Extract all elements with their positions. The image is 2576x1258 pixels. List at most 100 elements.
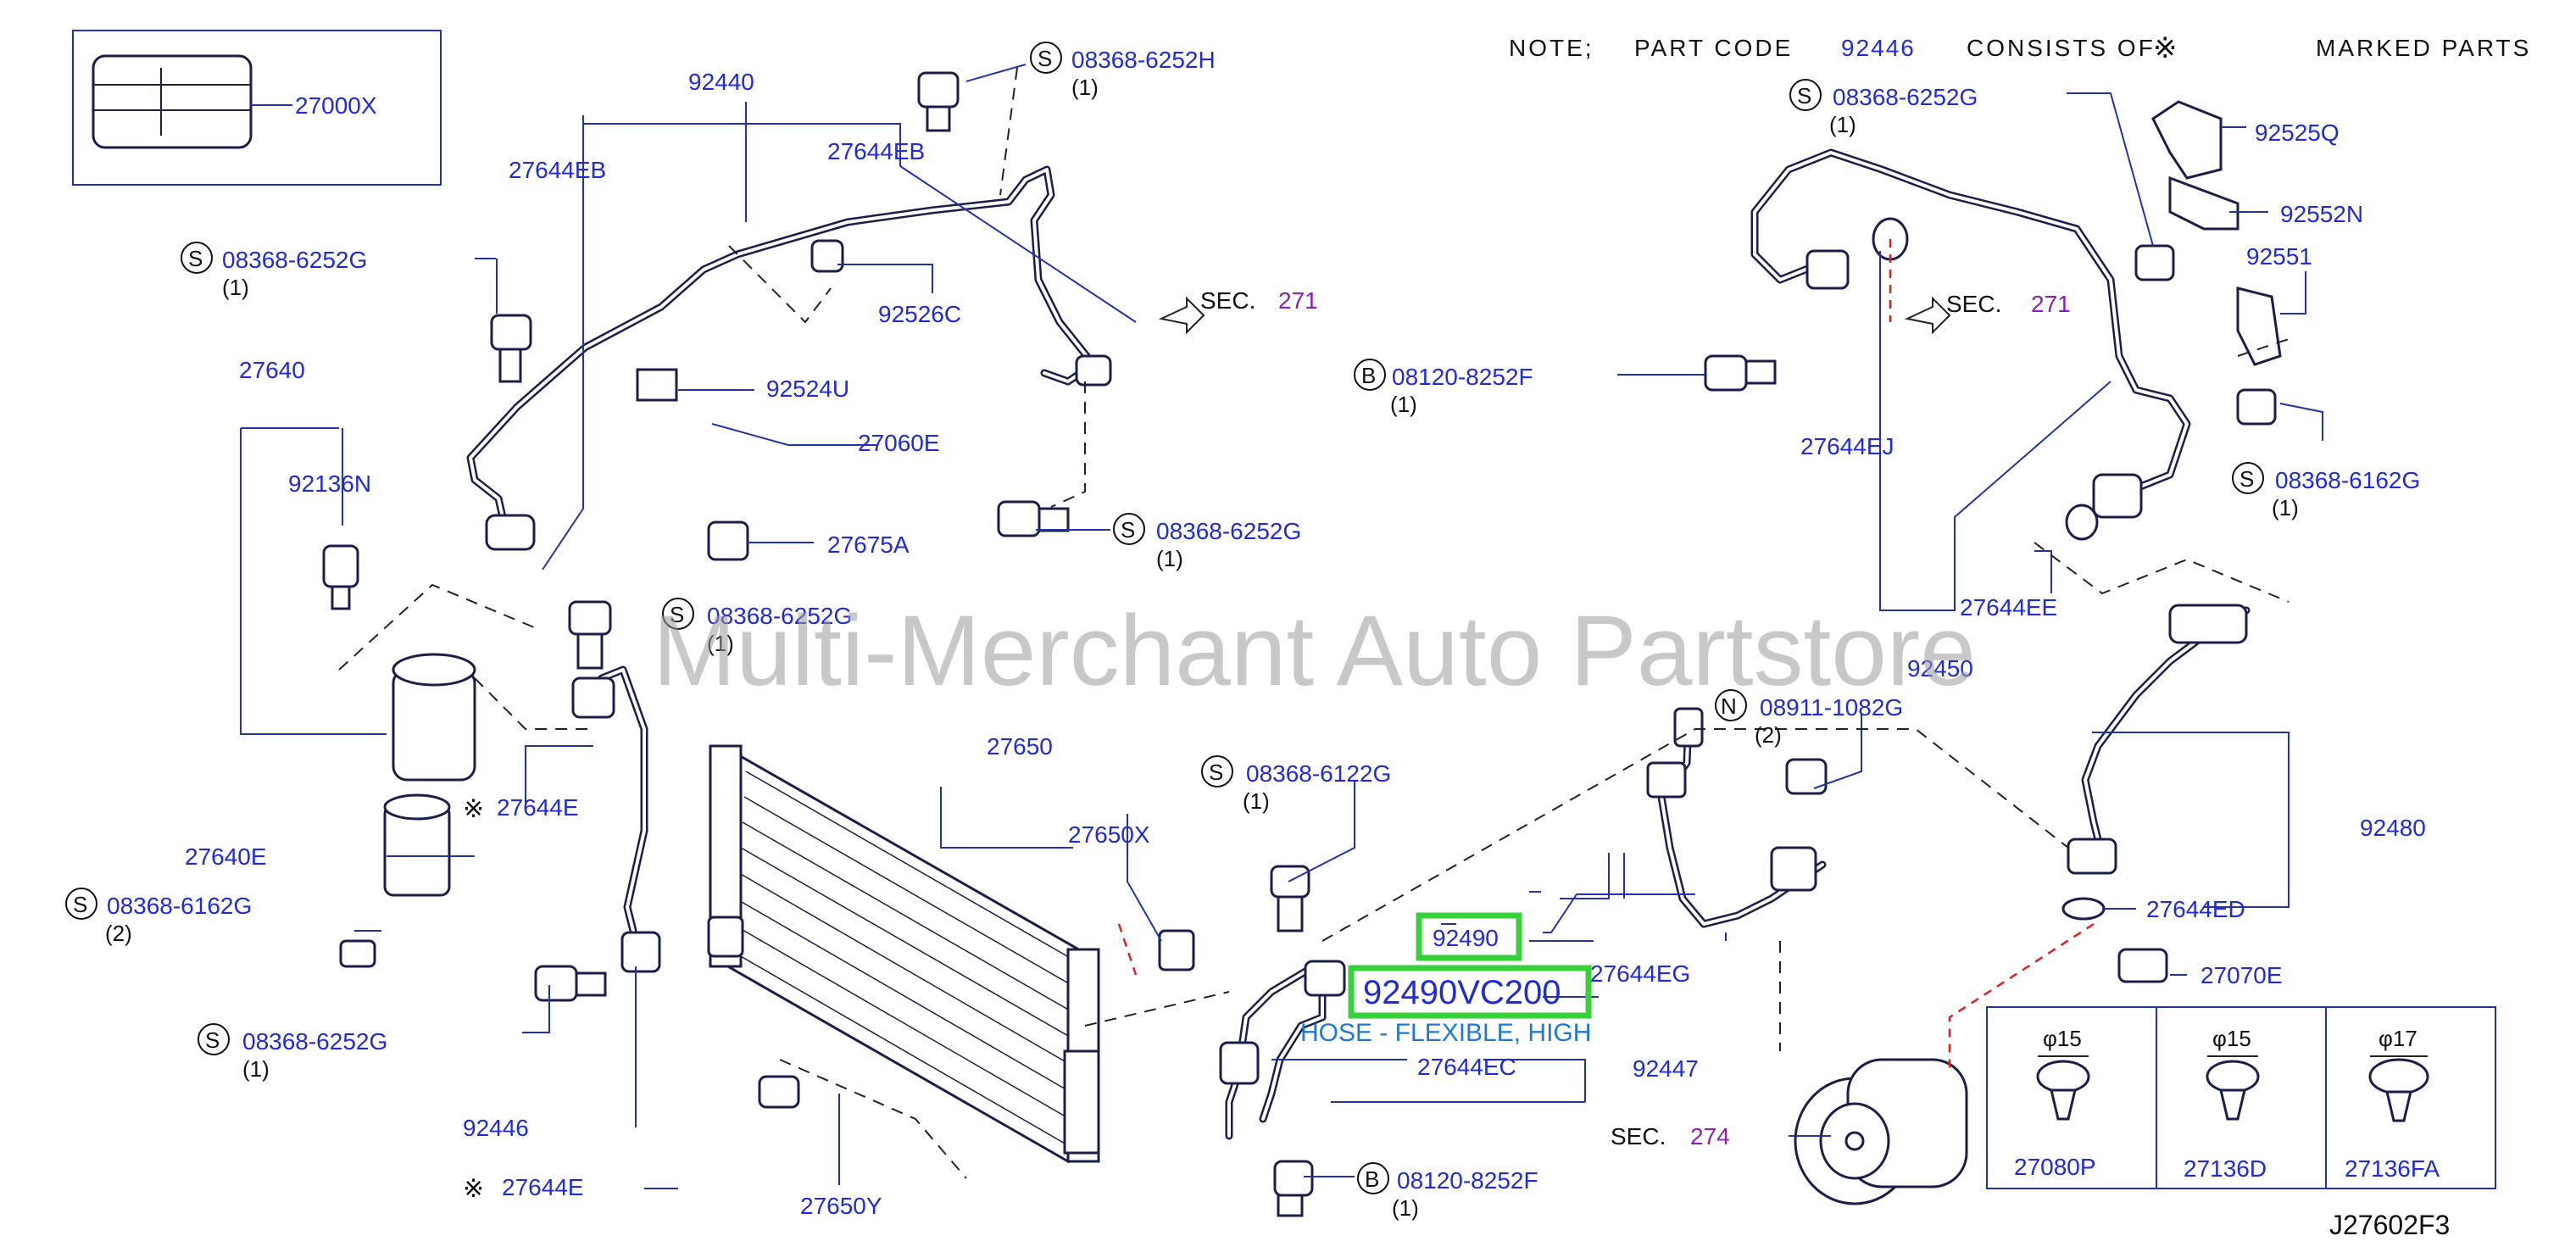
prefix-s: S (1209, 760, 1223, 785)
label-27000x[interactable]: 27000X (295, 92, 377, 119)
label-08368-6162g: 08368-6162G (2275, 467, 2420, 493)
label-08368-6252g: 08368-6252G (1156, 518, 1301, 544)
label-27060e[interactable]: 27060E (858, 430, 940, 456)
prefix-s: S (188, 246, 203, 271)
label-92447[interactable]: 92447 (1633, 1055, 1699, 1082)
highlight-92490[interactable]: 92490 92490VC200 HOSE - FLEXIBLE, HIGH (1300, 912, 1592, 1047)
small-parts (322, 71, 1314, 1217)
callout-08911-1082g[interactable]: N 08911-1082G (2) (1715, 689, 1903, 748)
label-27644eg[interactable]: 27644EG (1590, 960, 1690, 987)
prefix-s: S (73, 892, 87, 917)
label-27650x[interactable]: 27650X (1068, 821, 1150, 848)
note-prefix: NOTE; (1509, 35, 1594, 61)
prefix-s: S (2239, 466, 2254, 492)
prefix-n: N (1721, 693, 1737, 719)
label-27644ej[interactable]: 27644EJ (1800, 433, 1894, 459)
label-08120-8252f: 08120-8252F (1392, 364, 1533, 390)
callout-08368-6252g-a[interactable]: S 08368-6252G (1) (181, 242, 367, 300)
qty: (1) (707, 631, 734, 656)
label-27675a[interactable]: 27675A (827, 532, 910, 558)
label-92450[interactable]: 92450 (1907, 655, 1973, 682)
callout-08120-8252f-b[interactable]: B 08120-8252F (1) (1357, 1162, 1538, 1221)
svg-text:271: 271 (2031, 291, 2071, 317)
label-92440[interactable]: 92440 (688, 69, 754, 95)
label-27070e[interactable]: 27070E (2200, 962, 2283, 988)
prefix-s: S (1797, 83, 1811, 109)
label-08368-6252g: 08368-6252G (1833, 84, 1978, 110)
watermark: Multi-Merchant Auto Partstore (653, 595, 1976, 707)
svg-text:SEC.: SEC. (1946, 291, 2001, 317)
hose-92490 (1646, 707, 1828, 928)
note-part-code: PART CODE (1634, 35, 1793, 61)
label-92446[interactable]: 92446 (463, 1115, 529, 1141)
label-08368-6162g: 08368-6162G (107, 893, 252, 919)
arrow-sec271-b-icon (1904, 296, 1951, 335)
svg-text:SEC.: SEC. (1200, 287, 1255, 314)
section-refs: SEC. 271 SEC. 271 SEC. 274 (1200, 287, 2071, 1149)
clip-diameter-2: φ15 (2212, 1026, 2251, 1051)
label-92136n[interactable]: 92136N (288, 470, 371, 497)
callout-08368-6252g-b[interactable]: S 08368-6252G (1) (1113, 513, 1301, 571)
callout-08368-6252g-e[interactable]: S 08368-6252G (1) (1789, 79, 1978, 137)
label-08368-6252h: 08368-6252H (1071, 47, 1216, 73)
label-92526c[interactable]: 92526C (878, 301, 961, 327)
diagram-code: J27602F3 (2329, 1210, 2450, 1240)
label-27644eb-right[interactable]: 27644EB (827, 138, 925, 164)
sec-274[interactable]: SEC. 274 (1611, 1123, 1730, 1149)
label-27644ed[interactable]: 27644ED (2146, 896, 2245, 922)
label-27644eb-left[interactable]: 27644EB (509, 157, 606, 183)
label-27644ee[interactable]: 27644EE (1960, 594, 2057, 621)
label-27136d[interactable]: 27136D (2184, 1155, 2267, 1182)
clip-table (1986, 1006, 2496, 1189)
clip-diameter-3: φ17 (2378, 1026, 2417, 1051)
label-27080p[interactable]: 27080P (2014, 1154, 2096, 1180)
label-27650[interactable]: 27650 (987, 733, 1053, 760)
qty: (1) (2272, 495, 2299, 520)
label-27640[interactable]: 27640 (239, 357, 305, 383)
note-code: 92446 (1841, 35, 1916, 61)
note-line: NOTE; PART CODE 92446 CONSISTS OF ※ MARK… (1509, 32, 2529, 64)
callout-27644e-a[interactable]: ※ 27644E (463, 794, 579, 823)
svg-text:SEC.: SEC. (1611, 1123, 1666, 1149)
callout-08368-6252g-c[interactable]: S 08368-6252G (1) (662, 598, 852, 656)
highlight-description: HOSE - FLEXIBLE, HIGH (1300, 1019, 1591, 1047)
condenser-27650 (707, 744, 1100, 1164)
label-08368-6252g: 08368-6252G (242, 1028, 387, 1055)
qty: (1) (1071, 75, 1099, 100)
callout-08368-6122g[interactable]: S 08368-6122G (1) (1201, 755, 1391, 814)
label-27640e[interactable]: 27640E (185, 843, 267, 870)
prefix-s: S (670, 602, 684, 627)
qty: (1) (1390, 392, 1417, 417)
callout-27644e-b[interactable]: ※ 27644E (463, 1174, 584, 1203)
sec-271-b[interactable]: SEC. 271 (1946, 291, 2071, 317)
qty: (2) (1755, 722, 1782, 748)
label-92552n[interactable]: 92552N (2280, 201, 2363, 227)
prefix-b: B (1365, 1166, 1379, 1192)
label-27644ec[interactable]: 27644EC (1417, 1054, 1516, 1080)
callout-08368-6162g-a[interactable]: S 08368-6162G (2) (65, 888, 252, 946)
arrow-sec271-a-icon (1158, 296, 1205, 335)
label-08911-1082g: 08911-1082G (1760, 694, 1903, 721)
kome-mark-icon: ※ (463, 795, 484, 823)
qty: (2) (105, 921, 132, 946)
label-27650y[interactable]: 27650Y (800, 1193, 882, 1219)
label-27136fa[interactable]: 27136FA (2345, 1155, 2440, 1182)
part-labels: 27000X 92440 27644EB 27644EB S 08368-625… (65, 42, 2440, 1221)
brackets-right (1704, 100, 2282, 983)
callout-08120-8252f-a[interactable]: B 08120-8252F (1) (1354, 359, 1533, 417)
label-92524u[interactable]: 92524U (766, 376, 849, 402)
callout-08368-6162g-b[interactable]: S 08368-6162G (1) (2232, 462, 2420, 520)
qty: (1) (1829, 112, 1856, 137)
qty: (1) (1392, 1195, 1419, 1221)
pipe-92440 (466, 165, 1112, 551)
label-92551[interactable]: 92551 (2246, 243, 2312, 270)
qty: (1) (1243, 788, 1270, 814)
sec-271-a[interactable]: SEC. 271 (1200, 287, 1318, 314)
prefix-s: S (1121, 517, 1135, 543)
label-08368-6122g: 08368-6122G (1246, 760, 1391, 787)
qty: (1) (222, 275, 249, 300)
callout-08368-6252h[interactable]: S 08368-6252H (1) (1030, 42, 1216, 100)
label-92525q[interactable]: 92525Q (2255, 120, 2340, 146)
callout-08368-6252g-d[interactable]: S 08368-6252G (1) (198, 1023, 387, 1082)
label-92480[interactable]: 92480 (2360, 815, 2426, 841)
